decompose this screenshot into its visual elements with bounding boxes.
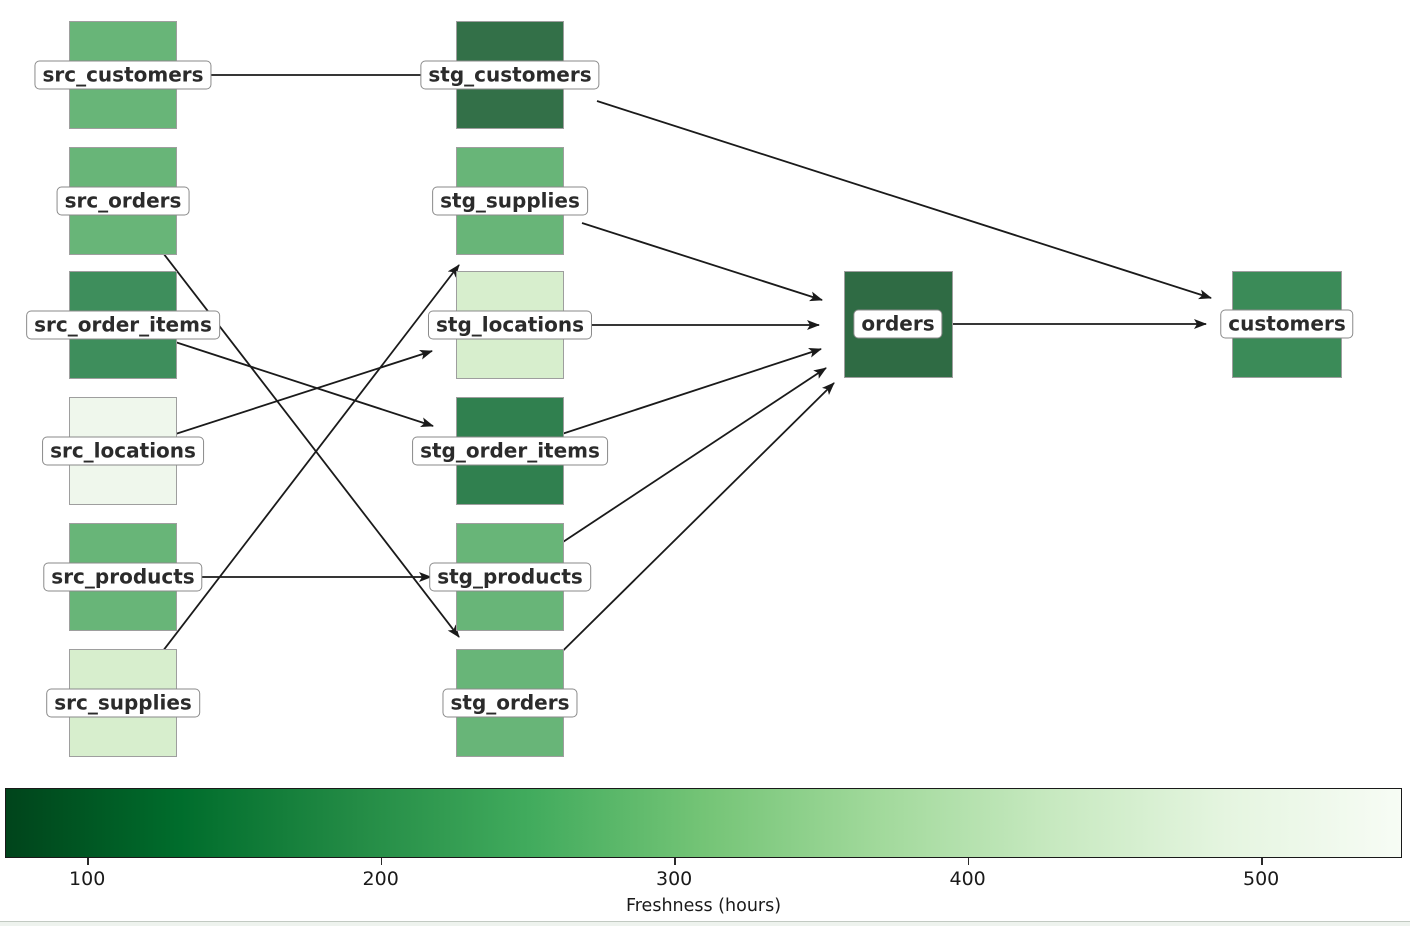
colorbar-tick-200 — [380, 858, 383, 865]
colorbar-tick-label-300: 300 — [656, 868, 693, 890]
node-label-stg_orders: stg_orders — [442, 688, 578, 718]
colorbar-tick-label-400: 400 — [949, 868, 986, 890]
colorbar-axis-label: Freshness (hours) — [625, 896, 782, 916]
node-label-src_order_items: src_order_items — [26, 310, 220, 340]
bottom-strip — [0, 921, 1410, 926]
edge-stg_customers-customers — [596, 100, 1212, 300]
colorbar-tick-label-100: 100 — [69, 868, 106, 890]
edge-src_supplies-stg_supplies — [122, 264, 460, 704]
node-label-src_products: src_products — [43, 562, 203, 592]
colorbar-tick-100 — [87, 858, 89, 865]
colorbar — [5, 788, 1402, 858]
edge-stg_orders-orders — [509, 382, 835, 704]
node-label-customers: customers — [1220, 309, 1354, 339]
edge-src_orders-stg_orders — [122, 200, 460, 638]
node-label-src_supplies: src_supplies — [46, 688, 200, 718]
node-label-src_orders: src_orders — [56, 186, 190, 216]
colorbar-tick-400 — [967, 858, 970, 865]
node-label-src_customers: src_customers — [34, 60, 212, 90]
node-label-stg_locations: stg_locations — [427, 310, 593, 340]
colorbar-tick-300 — [674, 858, 676, 865]
node-label-src_locations: src_locations — [42, 436, 204, 466]
colorbar-tick-label-500: 500 — [1242, 868, 1280, 890]
colorbar-tick-label-200: 200 — [362, 868, 399, 890]
node-label-stg_supplies: stg_supplies — [432, 186, 588, 216]
node-label-orders: orders — [853, 309, 943, 339]
node-label-stg_order_items: stg_order_items — [412, 436, 608, 466]
edge-stg_supplies-orders — [581, 222, 823, 302]
node-label-stg_products: stg_products — [429, 562, 591, 592]
node-label-stg_customers: stg_customers — [420, 60, 600, 90]
colorbar-tick-500 — [1261, 858, 1263, 865]
